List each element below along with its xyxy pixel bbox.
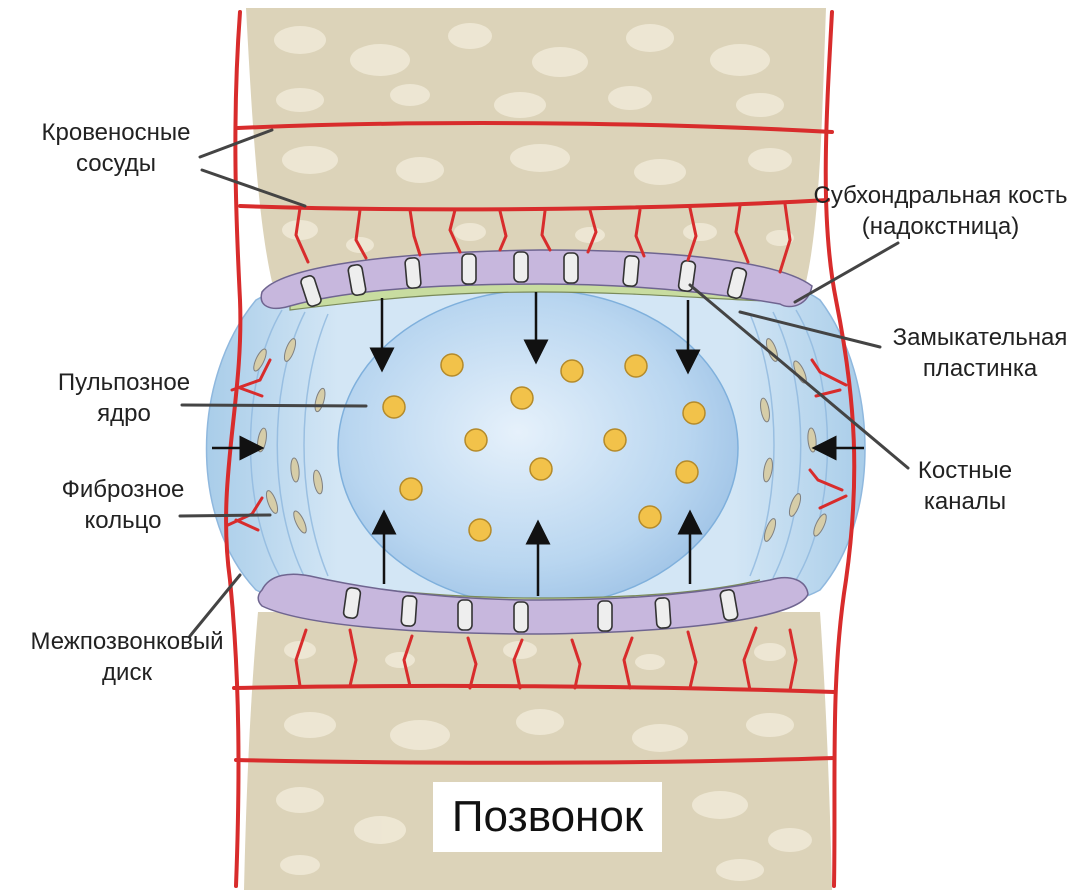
label-subchondral-bone-line1: Субхондральная кость — [813, 182, 1068, 209]
label-bone-canals: Костные каналы — [905, 455, 1025, 517]
upper-vertebra — [246, 8, 826, 282]
label-nucleus-pulposus-line1: Пульпозное — [57, 369, 191, 396]
label-subchondral-bone-line2: (надокстница) — [861, 213, 1020, 240]
label-subchondral-bone: Субхондральная кость (надокстница) — [803, 180, 1078, 242]
label-annulus-fibrosus: Фиброзное кольцо — [44, 474, 202, 536]
label-nucleus-pulposus-line2: ядро — [97, 400, 151, 427]
label-intervertebral-disc-line1: Межпозвонковый — [30, 628, 224, 655]
vertebra-caption: Позвонок — [451, 792, 644, 841]
label-end-plate-line1: Замыкательная — [892, 324, 1068, 351]
upper-bone-canals — [300, 251, 748, 307]
label-annulus-fibrosus-line2: кольцо — [84, 507, 162, 534]
label-bone-canals-line1: Костные — [917, 457, 1013, 484]
label-end-plate-line2: пластинка — [922, 355, 1038, 382]
nucleus-droplets — [382, 353, 706, 542]
label-end-plate: Замыкательная пластинка — [884, 322, 1076, 384]
pressure-arrows — [212, 292, 864, 596]
label-annulus-fibrosus-line1: Фиброзное — [61, 476, 185, 503]
label-blood-vessels-line1: Кровеносные — [41, 119, 191, 146]
label-bone-canals-line2: каналы — [923, 488, 1007, 515]
vertebra-caption-box — [433, 782, 662, 852]
lower-vertebra — [244, 612, 832, 890]
label-intervertebral-disc-line2: диск — [102, 659, 152, 686]
leader-lines — [178, 128, 910, 638]
label-blood-vessels-line2: сосуды — [75, 150, 157, 177]
lower-bone-canals — [342, 587, 739, 633]
label-intervertebral-disc: Межпозвонковый диск — [14, 626, 240, 688]
label-blood-vessels: Кровеносные сосуды — [40, 117, 192, 179]
label-nucleus-pulposus: Пульпозное ядро — [48, 367, 200, 429]
blood-vessels — [224, 10, 857, 888]
